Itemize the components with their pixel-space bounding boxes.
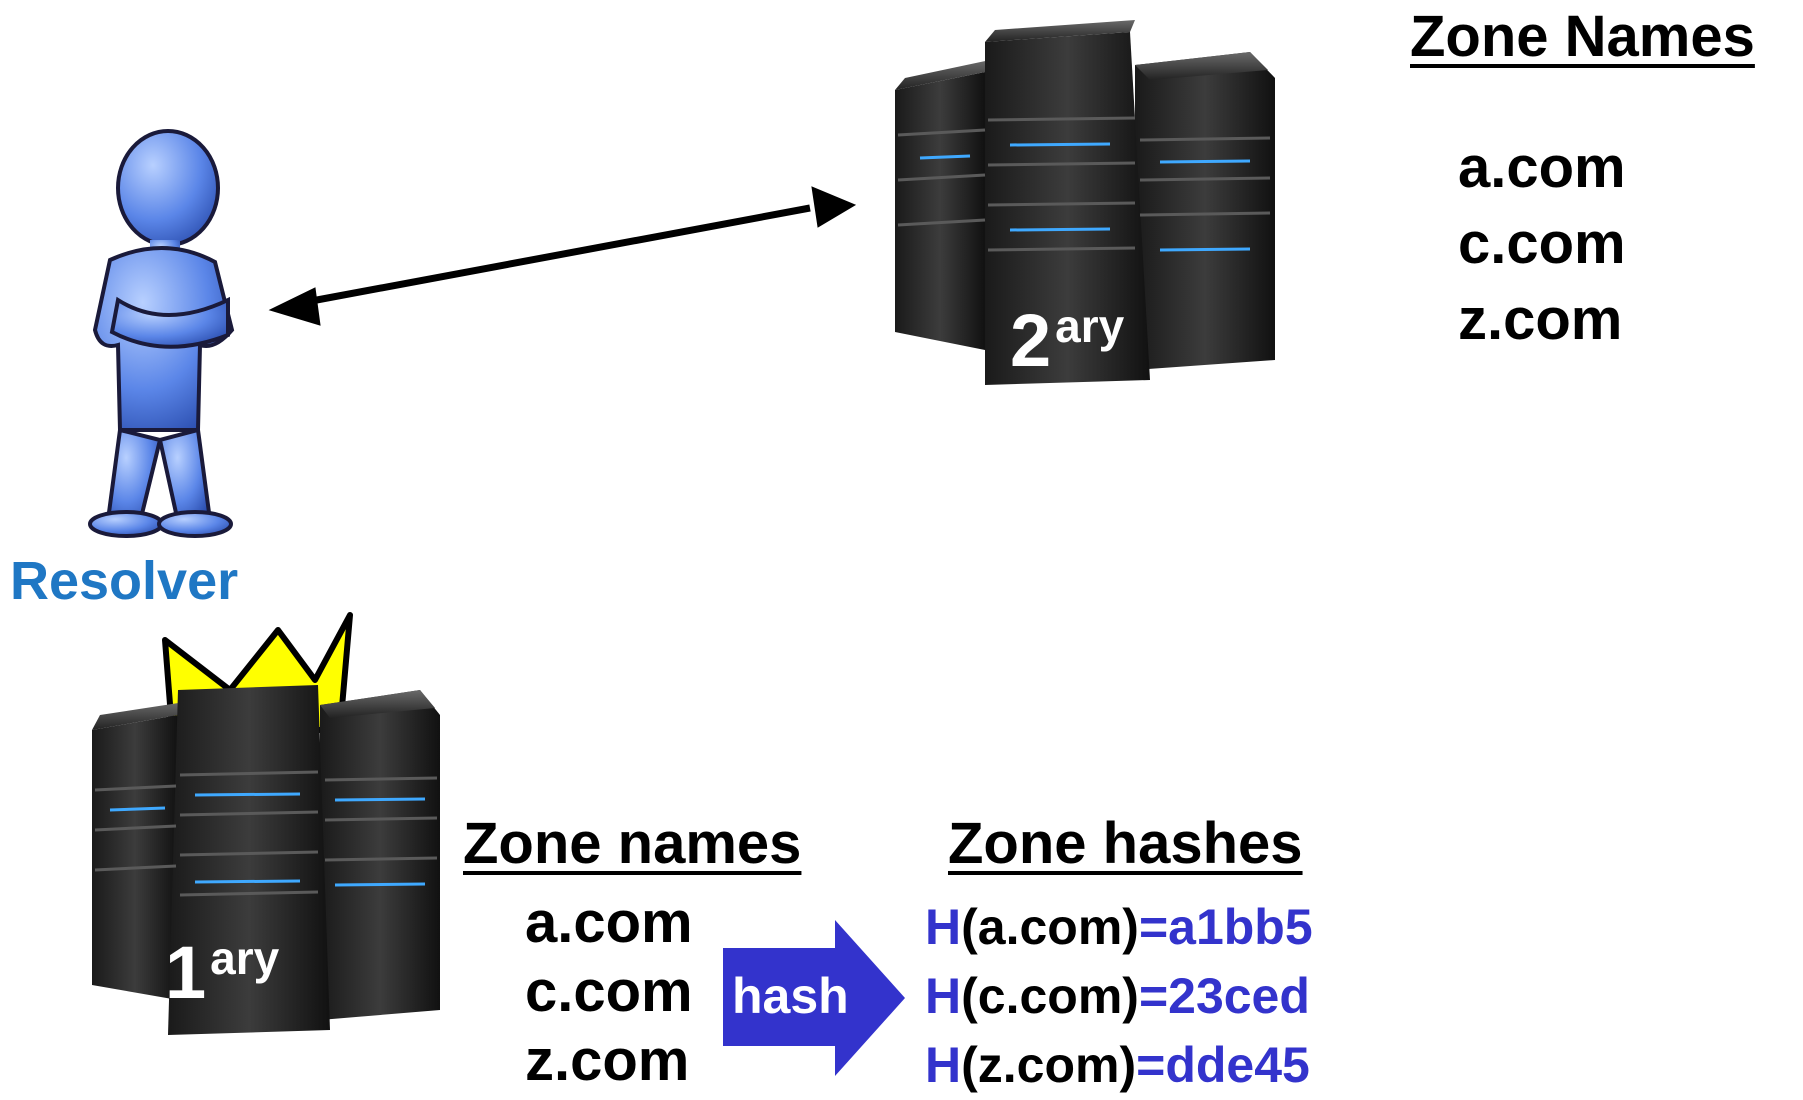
primary-server-icon [92,685,440,1035]
zone-item: c.com [1458,211,1626,276]
hash-entry: H(c.com)=23ced [925,962,1313,1031]
primary-server-label: 1ary [165,930,279,1015]
hash-entry: H(a.com)=a1bb5 [925,893,1313,962]
secondary-label-sup: ary [1055,300,1125,352]
secondary-zone-heading: Zone Names [1410,4,1755,69]
hash-open-paren: ( [961,968,978,1024]
hash-open-paren: ( [961,1037,978,1093]
hash-close-paren: ) [1122,968,1139,1024]
hash-zone-name: a.com [977,899,1123,955]
primary-zone-heading: Zone names [463,811,802,876]
primary-zone-list: a.com c.com z.com [525,888,693,1095]
secondary-server-icon [895,20,1275,385]
secondary-zone-list: a.com c.com z.com [1458,130,1626,358]
hash-fn: H [925,1037,962,1093]
hash-zone-name: c.com [977,968,1123,1024]
zone-item: a.com [1458,135,1626,200]
hash-value: =a1bb5 [1138,899,1313,955]
secondary-label-main: 2 [1010,299,1052,382]
zone-item: c.com [525,959,693,1024]
hash-value: =23ced [1138,968,1310,1024]
hash-fn: H [925,968,962,1024]
zone-item: z.com [1458,287,1623,352]
hash-close-paren: ) [1122,899,1139,955]
primary-label-main: 1 [165,931,207,1014]
hash-entry: H(z.com)=dde45 [925,1031,1313,1100]
secondary-server-label: 2ary [1010,298,1124,383]
hash-zone-name: z.com [977,1037,1120,1093]
zone-hashes-list: H(a.com)=a1bb5 H(c.com)=23ced H(z.com)=d… [925,893,1313,1100]
hash-arrow-shape [723,920,905,1076]
hash-label: hash [732,968,849,1024]
hash-open-paren: ( [961,899,978,955]
person-icon [88,129,235,538]
hash-close-paren: ) [1119,1037,1137,1093]
query-arrow [268,186,857,326]
zone-item: z.com [525,1028,690,1093]
hash-value: =dde45 [1136,1037,1310,1093]
zone-item: a.com [525,890,693,955]
resolver-label: Resolver [10,551,239,611]
zone-hashes-heading: Zone hashes [948,811,1303,876]
primary-label-sup: ary [210,932,280,984]
hash-fn: H [925,899,962,955]
